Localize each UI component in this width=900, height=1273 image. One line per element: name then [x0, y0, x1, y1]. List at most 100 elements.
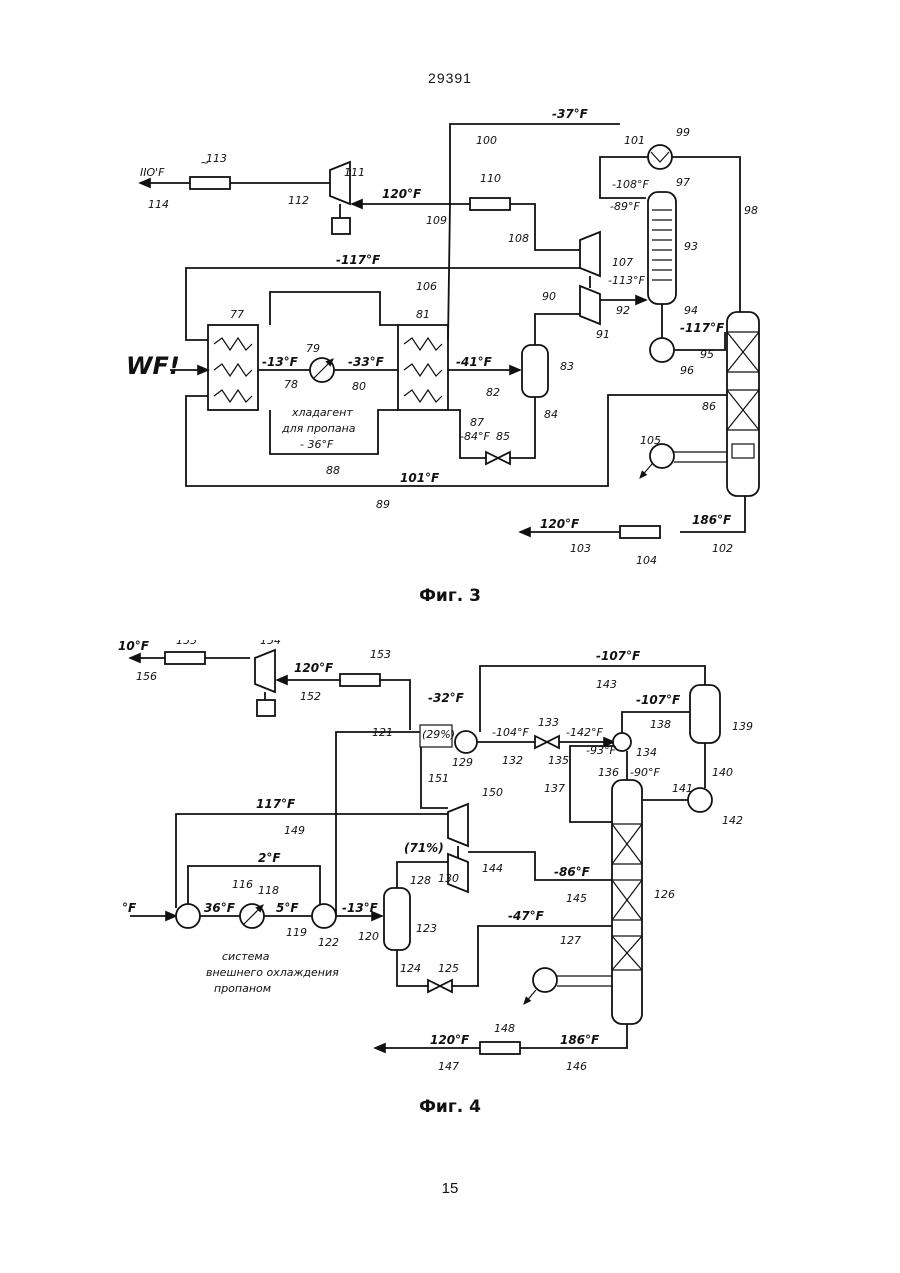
temp-minus84: -84°F: [460, 430, 490, 443]
temp-minus107-top: -107°F: [596, 649, 641, 663]
label-89: 89: [376, 498, 390, 511]
label-126: 126: [654, 888, 675, 901]
document-number: 29391: [0, 70, 900, 86]
driver-154: [257, 700, 275, 716]
driver-111: [332, 218, 350, 234]
label-119: 119: [286, 926, 307, 939]
label-127: 127: [560, 934, 581, 947]
cooling-note-line3: пропаном: [214, 982, 271, 995]
label-108: 108: [508, 232, 529, 245]
feed-label: WF!: [126, 352, 180, 380]
label-125: 125: [438, 962, 459, 975]
air-cooler-110: [470, 198, 510, 210]
compressor-154: [255, 650, 275, 692]
compressor-150: [448, 804, 468, 846]
temp-186: 186°F: [692, 513, 732, 527]
label-155: 155: [176, 640, 197, 647]
temp-minus107-drum: -107°F: [636, 693, 681, 707]
temp-minus33: -33°F: [348, 355, 385, 369]
label-149: 149: [284, 824, 305, 837]
label-135: 135: [548, 754, 569, 767]
label-137: 137: [544, 782, 565, 795]
label-151: 151: [428, 772, 449, 785]
label-136: 136: [598, 766, 619, 779]
stream-90: [535, 314, 580, 345]
label-138: 138: [650, 718, 671, 731]
label-122: 122: [318, 936, 339, 949]
expander-91: [580, 286, 600, 324]
label-101: 101: [624, 134, 645, 147]
figure-3-caption: Фиг. 3: [0, 586, 900, 606]
stream-84: [510, 397, 535, 458]
split-29pct: (29%): [422, 728, 455, 741]
label-91: 91: [596, 328, 610, 341]
label-104: 104: [636, 554, 657, 567]
label-156: 156: [136, 670, 157, 683]
cooling-note-line2: внешнего охлаждения: [206, 966, 339, 979]
label-150: 150: [482, 786, 503, 799]
air-cooler-153: [340, 674, 380, 686]
left-outlet-temp: 10°F: [118, 640, 150, 653]
refrigerant-note-line3: - 36°F: [300, 438, 334, 451]
label-84: 84: [544, 408, 558, 421]
label-102: 102: [712, 542, 733, 555]
temp-2: 2°F: [258, 851, 281, 865]
column-86: [727, 312, 759, 496]
label-146: 146: [566, 1060, 587, 1073]
refrigerant-note-line2: для пропана: [281, 422, 356, 435]
temp-minus108: -108°F: [612, 178, 649, 191]
temp-minus117-loop: -117°F: [336, 253, 381, 267]
label-130: 130: [438, 872, 459, 885]
label-95: 95: [700, 348, 714, 361]
figure-4-caption: Фиг. 4: [0, 1097, 900, 1117]
label-103: 103: [570, 542, 591, 555]
temp-minus86: -86°F: [554, 865, 591, 879]
label-134: 134: [636, 746, 657, 759]
label-114: 114: [148, 198, 169, 211]
label-107: 107: [612, 256, 633, 269]
label-92: 92: [616, 304, 630, 317]
stream-127: [452, 926, 612, 986]
label-154: 154: [260, 640, 281, 647]
temp-minus104: -104°F: [492, 726, 529, 739]
label-129: 129: [452, 756, 473, 769]
label-153: 153: [370, 648, 391, 661]
label-79: 79: [306, 342, 320, 355]
label-139: 139: [732, 720, 753, 733]
label-145: 145: [566, 892, 587, 905]
temp-120-bottom: 120°F: [430, 1033, 470, 1047]
label-124: 124: [400, 962, 421, 975]
label-82: 82: [486, 386, 500, 399]
temp-minus142: -142°F: [566, 726, 603, 739]
figure-4-diagram: -107°F 143 10°F 156 155 154 120°F 152 15…: [0, 640, 900, 1090]
temp-120-top: 120°F: [294, 661, 334, 675]
exchanger-129: [455, 731, 477, 753]
label-111: 111: [344, 166, 365, 179]
temp-minus37: -37°F: [552, 107, 589, 121]
label-142: 142: [722, 814, 743, 827]
stream-137: [570, 746, 613, 822]
separator-123: [384, 888, 410, 950]
label-128: 128: [410, 874, 431, 887]
label-81: 81: [416, 308, 430, 321]
label-116: 116: [232, 878, 253, 891]
temp-117: 117°F: [256, 797, 296, 811]
exchanger-116-a: [176, 904, 200, 928]
label-120: 120: [358, 930, 379, 943]
temp-minus13: -13°F: [262, 355, 299, 369]
label-113: 113: [206, 152, 227, 165]
column-126: [612, 780, 642, 1024]
label-97: 97: [676, 176, 690, 189]
label-132: 132: [502, 754, 523, 767]
air-cooler-104: [620, 526, 660, 538]
label-90: 90: [542, 290, 556, 303]
refrigerant-note-line1: хладагент: [291, 406, 353, 419]
reboiler-105: [650, 444, 674, 468]
temp-186: 186°F: [560, 1033, 600, 1047]
label-93: 93: [684, 240, 698, 253]
temp-101: 101°F: [400, 471, 440, 485]
air-cooler-155: [165, 652, 205, 664]
temp-120-bottom: 120°F: [540, 517, 580, 531]
label-83: 83: [560, 360, 574, 373]
temp-minus47: -47°F: [508, 909, 545, 923]
